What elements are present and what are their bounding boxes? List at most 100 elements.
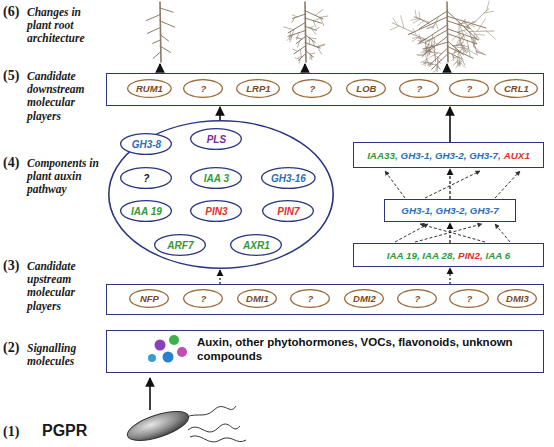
root-stroke [452, 50, 459, 54]
ellipse-shape [450, 290, 489, 308]
player-ellipse: DMI2 [344, 289, 384, 308]
node-text: LRP1 [246, 83, 270, 94]
root-stroke [293, 49, 298, 51]
ellipse-shape [347, 80, 386, 98]
level-number: (5) [3, 68, 19, 84]
node-text: ARF7 [167, 240, 193, 251]
ellipse-shape [450, 80, 489, 98]
node-text: GH3-16 [271, 173, 306, 184]
level-band: RUM1?LRP1?LOB??CRL1 [106, 73, 544, 106]
root-stroke [463, 30, 467, 34]
node-text: ? [466, 83, 472, 94]
root-arrow [446, 64, 448, 72]
ellipse-shape [130, 290, 169, 308]
ellipse-shape [293, 80, 332, 98]
ellipse-shape [400, 80, 439, 98]
ellipse-shape [191, 201, 242, 222]
root-stroke [290, 35, 292, 42]
root-stroke [315, 10, 323, 16]
node-text: RUM1 [136, 83, 163, 94]
root-stroke [297, 41, 299, 47]
root-stroke [418, 54, 425, 55]
root-stroke [474, 46, 479, 50]
node-text: ? [200, 293, 206, 304]
auxin-component-ellipse: PIN7 [262, 200, 314, 222]
flagellum [188, 424, 240, 432]
root-stroke [451, 59, 453, 61]
root-stroke [296, 38, 302, 40]
root-stroke [295, 58, 300, 59]
gene-box: GH3-1, GH3-2, GH3-7 [384, 199, 516, 222]
ellipse-shape [121, 168, 172, 189]
level-label: Signalling molecules [27, 342, 105, 368]
root-stroke [317, 44, 325, 47]
organism-label: PGPR [42, 422, 87, 440]
dashed-arrow [425, 171, 480, 198]
flagellum [182, 406, 236, 420]
node-text: ? [416, 83, 422, 94]
ellipse-shape [191, 129, 242, 150]
root-stroke [300, 49, 302, 57]
node-text: PIN3 [205, 206, 227, 217]
root-stroke [469, 50, 476, 54]
ellipse-shape [231, 235, 282, 256]
root-stroke [298, 56, 302, 57]
ellipse-shape [498, 290, 537, 308]
root-stroke [313, 21, 316, 27]
auxin-component-ellipse: AXR1 [230, 234, 282, 256]
root-stroke [427, 48, 432, 52]
ellipse-shape [109, 121, 333, 268]
root-stroke [393, 18, 398, 25]
level-label: Changes in plant root architecture [27, 6, 107, 46]
ellipse-shape [121, 201, 172, 222]
player-ellipse: DMI1 [237, 289, 277, 308]
root-stroke [477, 19, 485, 32]
root-stroke [457, 51, 460, 52]
root-stroke [160, 34, 169, 41]
root-stroke [419, 11, 447, 28]
root-stroke [401, 16, 404, 28]
root-stroke [453, 57, 455, 58]
dashed-arrow [495, 171, 520, 198]
auxin-component-ellipse: IAA 3 [190, 167, 242, 189]
signal-dot [155, 340, 166, 351]
root-stroke [462, 20, 466, 24]
level-label: Candidate upstream molecular players [27, 260, 107, 313]
node-text: PLS [207, 134, 226, 145]
root-drawings [146, 1, 495, 72]
root-stroke [459, 52, 460, 67]
root-stroke [432, 49, 436, 52]
root-stroke [453, 45, 465, 46]
root-stroke [417, 21, 424, 27]
root-stroke [447, 21, 470, 29]
ellipse-shape [263, 201, 314, 222]
root-stroke [315, 27, 319, 29]
root-stroke [294, 46, 305, 54]
root-stroke [447, 16, 486, 28]
node-text: GH3-1, GH3-2, GH3-7, [401, 150, 501, 161]
root-stroke [284, 27, 294, 30]
root-stroke [292, 15, 297, 17]
root-stroke [458, 22, 469, 24]
connector-arrow [449, 268, 450, 284]
root-stroke [160, 21, 175, 27]
root-stroke [455, 60, 458, 63]
root-stroke [473, 21, 476, 22]
level-number: (2) [3, 340, 19, 356]
root-stroke [454, 48, 455, 53]
root-stroke [475, 34, 484, 35]
root-stroke [309, 55, 310, 60]
root-stroke [434, 41, 437, 44]
ellipse-shape [184, 290, 223, 308]
ellipse-shape [128, 80, 172, 98]
root-stroke [417, 42, 423, 44]
root-stroke [447, 11, 478, 40]
root-stroke [418, 38, 429, 40]
root-stroke [305, 26, 316, 30]
root-stroke [320, 18, 324, 26]
player-ellipse: CRL1 [494, 79, 538, 98]
node-text: IAA33, [367, 150, 398, 161]
root-stroke [425, 30, 447, 43]
level-band: NFP?DMI1?DMI2??DMI3 [106, 284, 544, 315]
connector-arrow [219, 107, 221, 120]
